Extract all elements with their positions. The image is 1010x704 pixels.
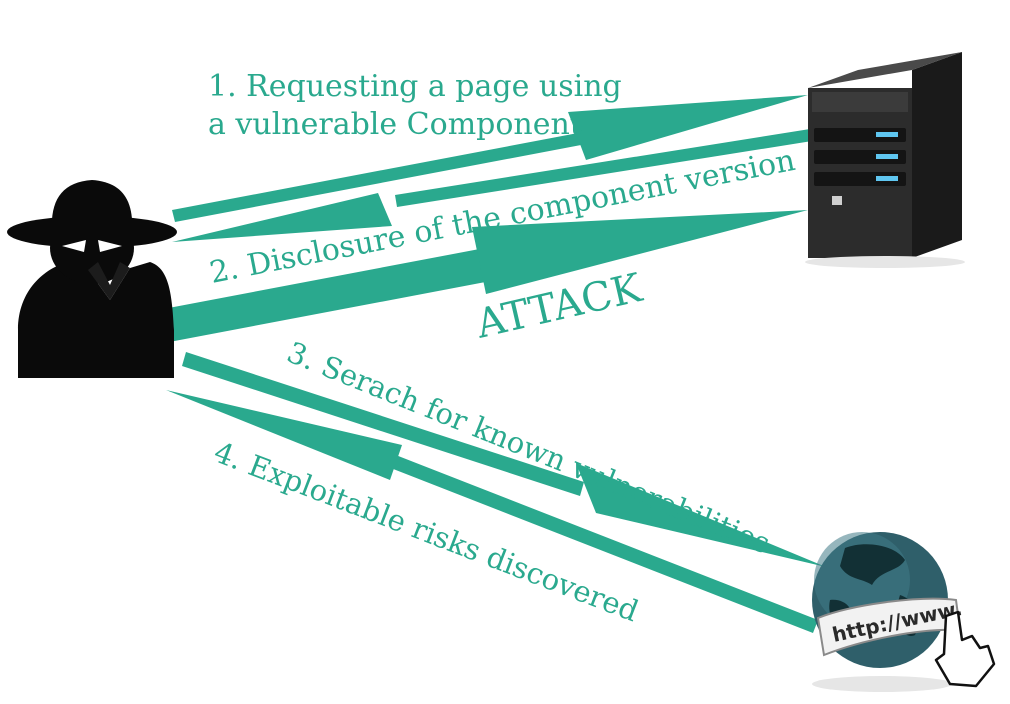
arrow-step3-search	[182, 352, 826, 567]
server-icon	[805, 52, 965, 268]
globe-icon: http://www.	[812, 532, 996, 692]
arrow-attack	[158, 210, 808, 343]
arrow-step1-request	[172, 95, 808, 222]
step1-label-line1: 1. Requesting a page using	[208, 69, 622, 104]
hacker-icon	[7, 180, 177, 378]
arrow-step4-discovered	[166, 390, 818, 633]
arrow-step2-disclosure	[172, 129, 812, 242]
step1-label-line2: a vulnerable Component	[208, 107, 582, 142]
